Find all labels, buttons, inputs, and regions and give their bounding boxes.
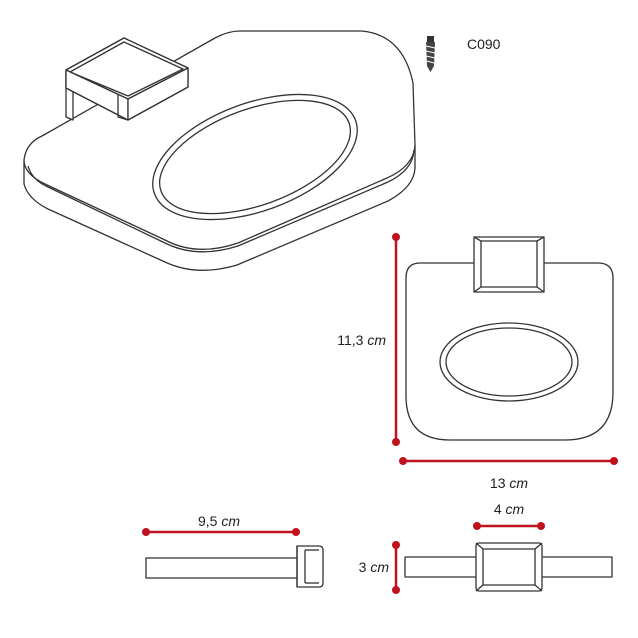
side-plate xyxy=(145,557,320,579)
plate-top-face xyxy=(23,30,416,250)
wall-plug-screw-icon xyxy=(425,36,436,72)
bracket-height-dimension xyxy=(392,541,400,594)
side-view xyxy=(145,545,324,588)
plate-rim-edge xyxy=(27,149,415,253)
top-view xyxy=(404,542,613,592)
front-plate-outline xyxy=(405,262,614,441)
isometric-view xyxy=(23,30,416,271)
bracket-height-label: 3 cm xyxy=(359,559,390,575)
front-view xyxy=(405,236,614,441)
width-label: 13 cm xyxy=(490,475,528,491)
bracket-width-dimension xyxy=(473,522,545,530)
product-code: C090 xyxy=(467,36,501,52)
front-recess-inner xyxy=(445,327,573,397)
bracket-width-label: 4 cm xyxy=(494,501,525,517)
depth-label: 9,5 cm xyxy=(198,513,240,529)
height-label: 11,3 cm xyxy=(337,332,386,348)
front-bracket xyxy=(473,236,545,293)
top-bracket xyxy=(475,542,543,592)
soap-recess-inner xyxy=(158,99,352,215)
soap-recess-outer xyxy=(152,93,358,221)
front-recess-outer xyxy=(439,322,579,402)
width-dimension xyxy=(399,457,618,465)
side-bracket xyxy=(296,545,324,588)
wall-bracket-block xyxy=(65,37,189,121)
height-dimension xyxy=(392,233,400,446)
depth-dimension xyxy=(142,528,300,536)
